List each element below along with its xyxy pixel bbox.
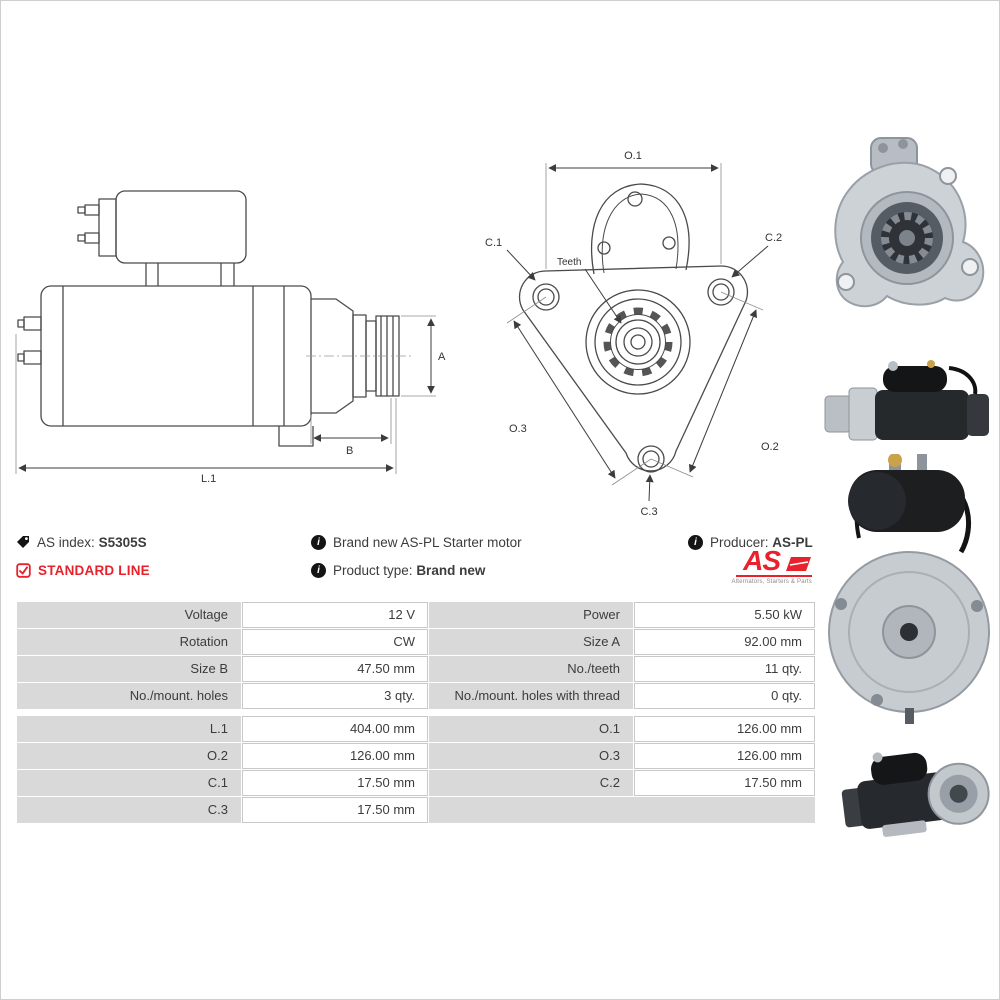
spec-label: C.1 <box>17 770 241 796</box>
spec-label: No./mount. holes <box>17 683 241 709</box>
spec-value: 5.50 kW <box>634 602 815 628</box>
front-view-technical-drawing: O.1 C.1 C.2 Teeth O.3 O.2 C.3 <box>485 150 782 518</box>
aspl-flag-icon <box>786 557 811 571</box>
spec-value: 3 qty. <box>242 683 428 709</box>
aspl-logo-subtitle: Alternators, Starters & Parts <box>731 579 812 585</box>
spec-value: 0 qty. <box>634 683 815 709</box>
spec-label: O.2 <box>17 743 241 769</box>
product-info-strip: AS index: S5305S i Brand new AS-PL Start… <box>16 528 813 585</box>
product-type: i Product type: Brand new <box>311 556 485 584</box>
spec-value: 47.50 mm <box>242 656 428 682</box>
product-photo-front-view <box>834 137 985 308</box>
as-index-text: AS index: S5305S <box>37 535 147 550</box>
spec-value: 126.00 mm <box>634 743 815 769</box>
info-icon: i <box>311 562 326 578</box>
aspl-logo-wordmark: AS <box>743 545 812 576</box>
tag-icon <box>17 536 29 548</box>
product-photo-angle-view <box>841 752 990 837</box>
extension-lines <box>15 315 436 474</box>
spec-value: 11 qty. <box>634 656 815 682</box>
product-type-text: Product type: Brand new <box>333 563 485 578</box>
spec-label: Power <box>429 602 633 628</box>
product-type-label: Product type: <box>333 562 413 578</box>
producer: i Producer: AS-PL <box>688 528 813 556</box>
spec-value: 126.00 mm <box>242 743 428 769</box>
dim-label-l1: L.1 <box>201 473 216 485</box>
dimension-lines <box>506 164 769 502</box>
producer-value: AS-PL <box>772 534 813 550</box>
producer-label: Producer: <box>710 534 769 550</box>
dim-label-o2: O.2 <box>761 441 779 453</box>
dim-label-a: A <box>438 351 446 363</box>
spec-label: O.3 <box>429 743 633 769</box>
extension-lines <box>506 163 764 486</box>
spec-value: 17.50 mm <box>242 770 428 796</box>
starter-front-outline <box>518 183 749 473</box>
product-photo-side-view <box>824 360 989 441</box>
spec-value: 126.00 mm <box>634 716 815 742</box>
info-icon: i <box>688 534 703 550</box>
as-index-label: AS index: <box>37 534 95 550</box>
spec-value: 17.50 mm <box>242 797 428 823</box>
spec-label: O.1 <box>429 716 633 742</box>
spec-label: L.1 <box>17 716 241 742</box>
product-description: i Brand new AS-PL Starter motor <box>311 528 522 556</box>
aspl-logo: AS Alternators, Starters & Parts <box>731 545 812 585</box>
label-teeth: Teeth <box>557 257 581 268</box>
spec-value: CW <box>242 629 428 655</box>
standard-line-label: STANDARD LINE <box>38 562 150 578</box>
dim-label-c3: C.3 <box>640 506 657 518</box>
info-row-2: STANDARD LINE i Product type: Brand new <box>16 556 812 584</box>
standard-line: STANDARD LINE <box>16 556 150 584</box>
dim-label-o3: O.3 <box>509 423 527 435</box>
spec-value: 12 V <box>242 602 428 628</box>
spec-label: No./teeth <box>429 656 633 682</box>
checkbox-icon <box>16 562 31 578</box>
spec-label: C.3 <box>17 797 241 823</box>
dim-label-c1: C.1 <box>485 237 502 249</box>
gear-root-circle <box>610 314 666 370</box>
spec-empty-cell <box>429 797 815 823</box>
dim-label-b: B <box>346 445 353 457</box>
aspl-logo-text: AS <box>743 545 781 576</box>
spec-value: 17.50 mm <box>634 770 815 796</box>
spec-label: No./mount. holes with thread <box>429 683 633 709</box>
spec-label: C.2 <box>429 770 633 796</box>
spec-label: Rotation <box>17 629 241 655</box>
spec-label: Size A <box>429 629 633 655</box>
info-row-1: AS index: S5305S i Brand new AS-PL Start… <box>16 528 813 556</box>
product-type-value: Brand new <box>416 562 486 578</box>
spec-label: Size B <box>17 656 241 682</box>
dim-label-o1: O.1 <box>624 150 642 162</box>
starter-side-outline <box>17 190 400 447</box>
producer-text: Producer: AS-PL <box>710 535 813 550</box>
description-text: Brand new AS-PL Starter motor <box>333 534 522 550</box>
as-index: AS index: S5305S <box>16 528 147 556</box>
spec-label: Voltage <box>17 602 241 628</box>
dim-label-c2: C.2 <box>765 232 782 244</box>
side-view-technical-drawing: A B L.1 <box>15 190 446 485</box>
as-index-value: S5305S <box>98 534 147 550</box>
aspl-logo-rule <box>736 575 812 577</box>
product-photo-rear-view <box>828 454 990 724</box>
spec-value: 92.00 mm <box>634 629 815 655</box>
spec-value: 404.00 mm <box>242 716 428 742</box>
info-icon: i <box>311 534 326 550</box>
dimension-lines <box>18 318 435 472</box>
